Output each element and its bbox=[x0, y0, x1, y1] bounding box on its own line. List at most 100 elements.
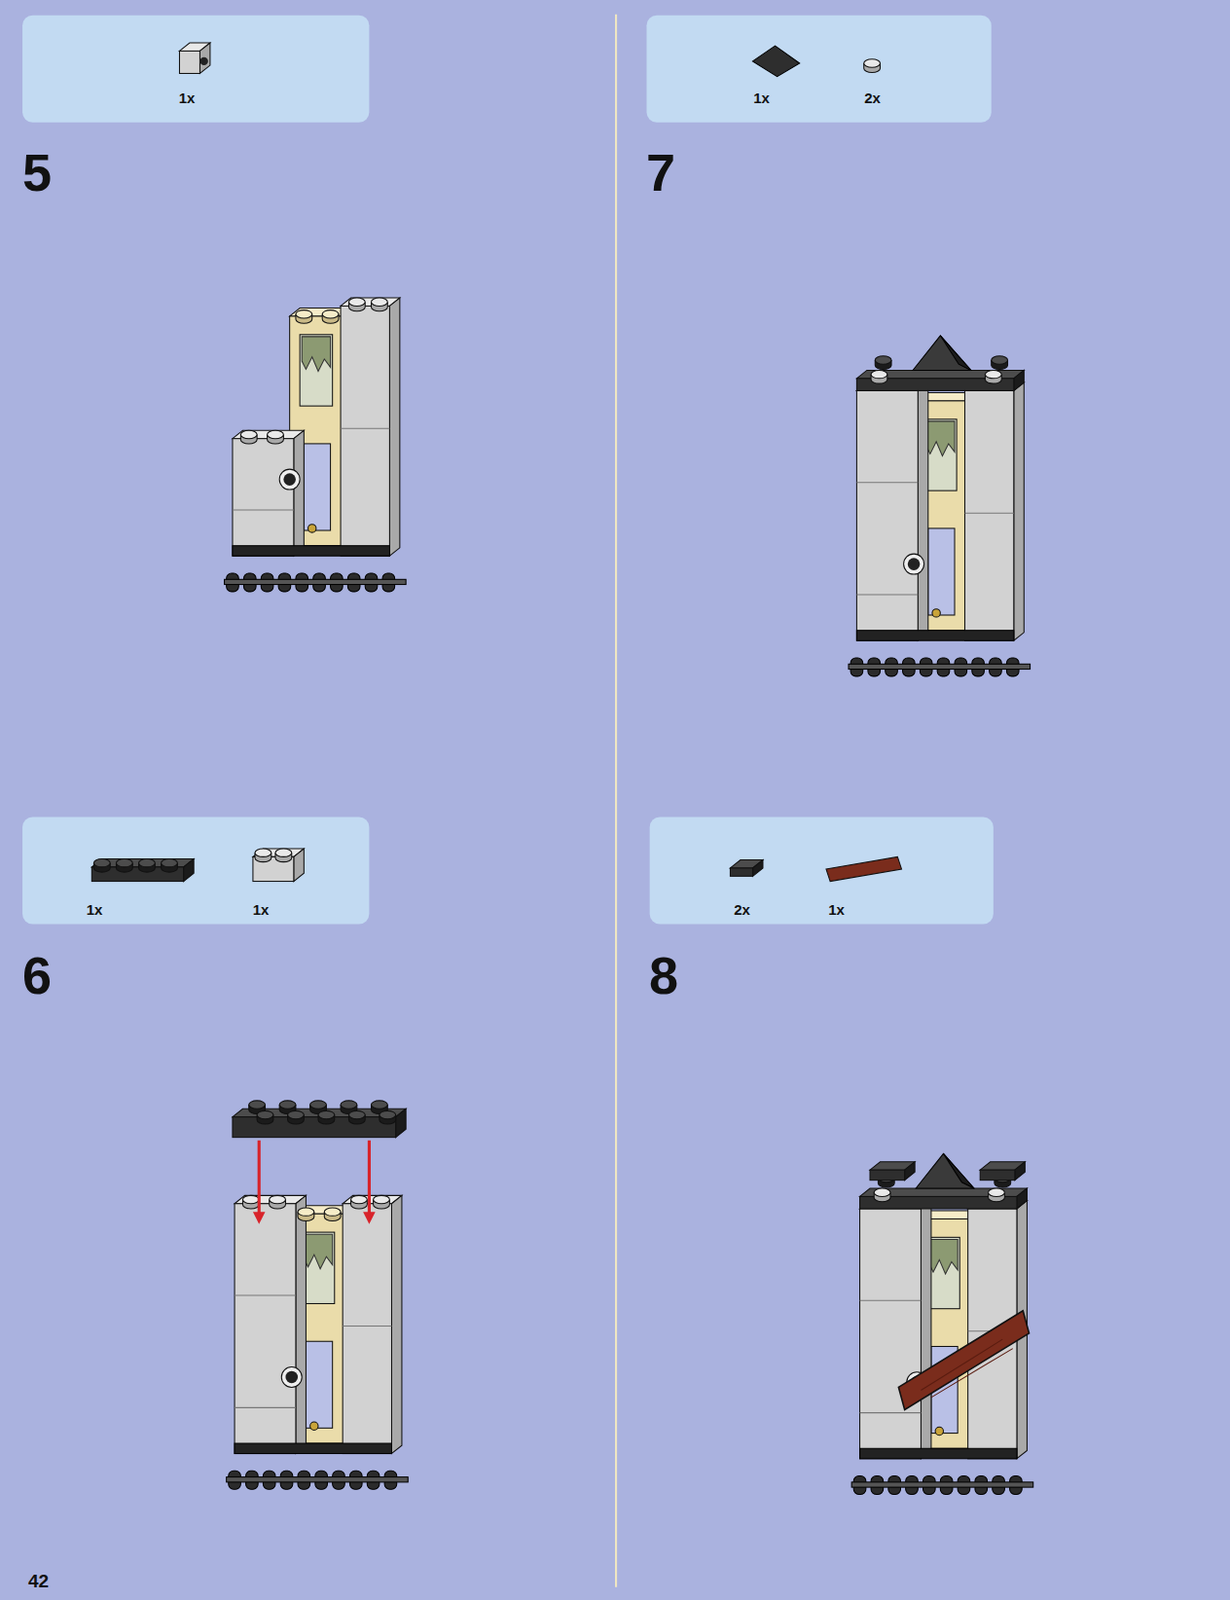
stud-top bbox=[93, 858, 110, 867]
brick-front bbox=[340, 305, 390, 556]
brick-seam bbox=[860, 1300, 922, 1302]
stud-top bbox=[988, 1188, 1006, 1196]
brick-side bbox=[904, 1161, 915, 1181]
parts-callout: 1x1x bbox=[22, 817, 369, 925]
stud-top bbox=[275, 848, 292, 857]
base-plate bbox=[232, 545, 390, 556]
window-pane bbox=[301, 1231, 335, 1303]
pyramid-tile bbox=[942, 1153, 974, 1189]
step-number: 7 bbox=[646, 145, 676, 199]
base-plate bbox=[860, 1447, 1017, 1458]
axle bbox=[226, 1477, 409, 1483]
stud-top bbox=[256, 1110, 274, 1119]
stud-top bbox=[348, 297, 365, 306]
parts-panel bbox=[22, 15, 369, 123]
door-opening bbox=[303, 443, 330, 531]
axle bbox=[848, 663, 1031, 669]
stud-top bbox=[870, 369, 888, 378]
brick-side bbox=[183, 858, 194, 881]
brick-side bbox=[1013, 382, 1024, 641]
stud-top bbox=[324, 1207, 341, 1216]
brick-side bbox=[1014, 1161, 1025, 1181]
lego-model bbox=[851, 1153, 1034, 1494]
pyramid-tile bbox=[915, 1153, 975, 1189]
door-opening bbox=[305, 1340, 332, 1428]
stud-top bbox=[373, 1194, 391, 1203]
stud-hint bbox=[935, 1426, 943, 1435]
stud-top bbox=[322, 310, 339, 319]
part-count: 1x bbox=[86, 901, 104, 918]
arrow-head bbox=[362, 1211, 376, 1225]
brick-seam bbox=[234, 1407, 296, 1409]
window-pane bbox=[927, 1236, 961, 1308]
brick-seam bbox=[856, 481, 918, 483]
brick-seam bbox=[964, 512, 1013, 514]
axle bbox=[224, 578, 407, 584]
wooden-plank bbox=[898, 1310, 1029, 1411]
brick-side bbox=[920, 1200, 931, 1459]
window-curtain bbox=[929, 1238, 958, 1274]
part-count: 1x bbox=[179, 89, 196, 107]
stud-hint bbox=[932, 609, 941, 617]
pyramid-tile bbox=[940, 335, 971, 371]
brick-front bbox=[869, 1169, 905, 1180]
step-number: 5 bbox=[22, 145, 52, 199]
stud-hint bbox=[310, 1421, 319, 1430]
lego-model bbox=[226, 1194, 409, 1489]
window-pane bbox=[299, 334, 333, 406]
stud-top bbox=[984, 369, 1002, 378]
stud-hint bbox=[308, 524, 317, 533]
brick-side bbox=[1016, 1188, 1027, 1209]
stud-top bbox=[873, 1188, 891, 1196]
part-count: 1x bbox=[753, 89, 770, 107]
window-curtain bbox=[303, 1233, 332, 1269]
brick-front bbox=[856, 390, 918, 641]
stud-top bbox=[295, 310, 313, 319]
parts-panel bbox=[650, 817, 994, 925]
plank-grain bbox=[920, 1338, 1013, 1398]
brick-seam bbox=[234, 1295, 296, 1297]
stud-top bbox=[242, 1194, 259, 1203]
base-plate bbox=[234, 1443, 392, 1453]
brick-front bbox=[234, 1203, 296, 1454]
technic-hole bbox=[907, 557, 921, 571]
part-count: 1x bbox=[828, 901, 845, 918]
stud-top bbox=[379, 1110, 397, 1119]
brick-front bbox=[342, 1203, 392, 1454]
stud-top bbox=[139, 858, 156, 867]
brick-seam bbox=[860, 1411, 922, 1413]
part-count: 2x bbox=[733, 901, 751, 918]
arrow-line bbox=[367, 1140, 371, 1214]
stud-top bbox=[864, 59, 881, 68]
brick-front bbox=[979, 1169, 1015, 1180]
stud-top bbox=[249, 1100, 266, 1109]
stud-top bbox=[288, 1110, 305, 1119]
technic-hole bbox=[283, 472, 296, 486]
brick-seam bbox=[342, 1325, 392, 1327]
part-icons bbox=[91, 42, 902, 882]
stud-top bbox=[371, 1100, 389, 1109]
drawing bbox=[22, 14, 1034, 1588]
brick-side bbox=[389, 297, 399, 556]
brick-top bbox=[856, 369, 1024, 378]
brick-side bbox=[199, 42, 210, 73]
parts-callout: 1x2x bbox=[646, 15, 991, 123]
window-curtain bbox=[926, 421, 955, 457]
stud-top bbox=[269, 1194, 287, 1203]
brick-side bbox=[293, 848, 304, 882]
technic-hole bbox=[281, 1366, 302, 1387]
page-number: 42 bbox=[28, 1571, 49, 1591]
window-curtain bbox=[301, 336, 330, 372]
brick-front bbox=[729, 868, 753, 876]
brick-top bbox=[860, 1188, 1028, 1196]
window-pane bbox=[924, 419, 958, 491]
brick-side bbox=[752, 860, 762, 877]
brick-side bbox=[396, 1108, 406, 1137]
parts-panel bbox=[646, 15, 991, 123]
stud-top bbox=[318, 1110, 335, 1119]
divider-line bbox=[615, 14, 617, 1588]
stud-top bbox=[874, 356, 892, 364]
stud-top bbox=[115, 858, 133, 867]
brick-side bbox=[293, 430, 304, 556]
brick-front bbox=[179, 50, 200, 73]
